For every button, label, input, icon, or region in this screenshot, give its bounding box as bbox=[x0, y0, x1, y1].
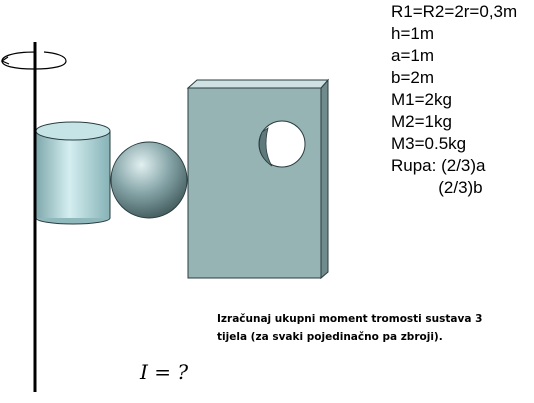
task-line-2: tijela (za svaki pojedinačno pa zbroji). bbox=[217, 331, 443, 343]
param-hole-a: Rupa: (2/3)a bbox=[391, 156, 486, 175]
param-hole-b: (2/3)b bbox=[391, 178, 483, 197]
param-b: b=2m bbox=[391, 68, 434, 87]
parameter-list: R1=R2=2r=0,3m h=1m a=1m b=2m M1=2kg M2=1… bbox=[391, 1, 517, 199]
param-m1: M1=2kg bbox=[391, 90, 452, 109]
task-text: Izračunaj ukupni moment tromosti sustava… bbox=[217, 310, 517, 346]
hole bbox=[258, 120, 306, 168]
param-height: h=1m bbox=[391, 24, 434, 43]
param-m2: M2=1kg bbox=[391, 112, 452, 131]
param-radius: R1=R2=2r=0,3m bbox=[391, 2, 518, 21]
sphere bbox=[110, 141, 188, 219]
param-m3: M3=0.5kg bbox=[391, 134, 467, 153]
param-a: a=1m bbox=[391, 46, 434, 65]
task-line-1: Izračunaj ukupni moment tromosti sustava… bbox=[217, 313, 483, 325]
plate-with-hole bbox=[186, 78, 330, 280]
question-formula: I = ? bbox=[140, 360, 189, 384]
cylinder bbox=[35, 121, 111, 225]
